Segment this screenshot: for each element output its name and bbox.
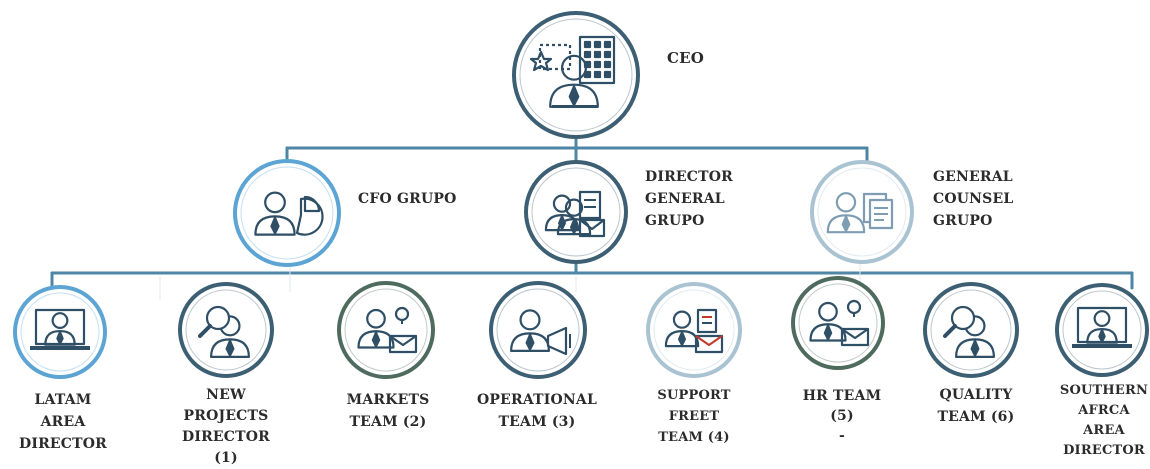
hr-label-line: (5) bbox=[830, 408, 854, 424]
markets-label: MARKETS TEAM (2) bbox=[347, 389, 430, 433]
new-projects-label-line: PROJECTS bbox=[183, 408, 269, 424]
general-counsel-label-line: COUNSEL bbox=[933, 191, 1014, 207]
latam-label-line: AREA bbox=[40, 414, 86, 430]
ceo-label: CEO bbox=[667, 47, 704, 69]
legal-documents-icon bbox=[826, 192, 894, 234]
finance-pie-chart-icon bbox=[254, 191, 324, 236]
director-general-circle bbox=[524, 160, 628, 264]
cfo-circle bbox=[233, 159, 341, 267]
megaphone-person-icon bbox=[510, 309, 571, 356]
southern-africa-label-line: AFRCA bbox=[1078, 403, 1130, 418]
latam-label: LATAM AREA DIRECTOR bbox=[19, 389, 107, 455]
node-new-projects bbox=[178, 282, 274, 378]
director-general-label-line: GENERAL bbox=[645, 191, 725, 207]
ceo-circle bbox=[512, 11, 640, 139]
person-glyph bbox=[664, 310, 700, 348]
person-glyph bbox=[357, 308, 395, 349]
general-counsel-label-line: GRUPO bbox=[933, 213, 993, 229]
quality-label-line: TEAM (6) bbox=[937, 409, 1015, 425]
node-hr bbox=[791, 276, 885, 370]
node-markets bbox=[337, 281, 435, 379]
node-support bbox=[646, 282, 742, 378]
nodes-layer bbox=[13, 11, 1149, 379]
hr-circle bbox=[791, 276, 885, 370]
idea-team-icon bbox=[357, 306, 418, 354]
hr-team-icon bbox=[809, 299, 870, 347]
support-label-line: TEAM (4) bbox=[658, 430, 730, 445]
support-label: SUPPORT FREET TEAM (4) bbox=[657, 385, 730, 448]
support-label-line: FREET bbox=[668, 409, 720, 424]
operational-label-line: OPERATIONAL bbox=[477, 392, 597, 408]
support-label-line: SUPPORT bbox=[657, 388, 731, 403]
node-ceo bbox=[512, 11, 640, 139]
quality-circle bbox=[923, 282, 1019, 378]
general-counsel-label: GENERAL COUNSEL GRUPO bbox=[933, 166, 1013, 232]
operational-label-line: TEAM (3) bbox=[498, 414, 576, 430]
new-projects-label-line: NEW bbox=[206, 387, 246, 403]
operational-label: OPERATIONAL TEAM (3) bbox=[477, 389, 597, 433]
markets-circle bbox=[337, 281, 435, 379]
person-glyph bbox=[254, 191, 296, 236]
person-glyph bbox=[556, 198, 592, 236]
director-general-label: DIRECTOR GENERAL GRUPO bbox=[645, 166, 733, 232]
support-circle bbox=[646, 282, 742, 378]
node-latam bbox=[13, 285, 107, 379]
person-glyph bbox=[44, 312, 76, 346]
hr-label: HR TEAM (5) - bbox=[803, 386, 882, 446]
support-team-icon bbox=[664, 308, 724, 354]
ceo-label-line: CEO bbox=[667, 49, 705, 67]
southern-africa-label: SOUTHERN AFRCA AREA DIRECTOR bbox=[1060, 381, 1148, 461]
node-quality bbox=[923, 282, 1019, 378]
node-operational bbox=[489, 281, 587, 379]
new-projects-label-line: DIRECTOR bbox=[182, 429, 270, 445]
southern-africa-label-line: SOUTHERN bbox=[1059, 383, 1149, 398]
person-glyph bbox=[809, 301, 847, 342]
node-director-general bbox=[524, 160, 628, 264]
team-documents-icon bbox=[544, 190, 606, 238]
latam-label-line: DIRECTOR bbox=[19, 436, 107, 452]
quality-label-line: QUALITY bbox=[939, 387, 1013, 403]
executive-building-icon bbox=[529, 35, 616, 108]
general-counsel-circle bbox=[810, 160, 914, 264]
presenter-screen-icon bbox=[1072, 306, 1132, 348]
markets-label-line: MARKETS bbox=[346, 392, 430, 408]
node-cfo bbox=[233, 159, 341, 267]
cfo-label: CFO GRUPO bbox=[358, 188, 456, 210]
node-southern-africa bbox=[1055, 283, 1149, 377]
new-projects-label-line: (1) bbox=[214, 450, 238, 466]
quality-magnifier-icon bbox=[943, 305, 995, 358]
hr-label-line: - bbox=[838, 428, 845, 444]
southern-africa-label-line: DIRECTOR bbox=[1063, 443, 1145, 458]
presenter-screen-icon bbox=[30, 308, 90, 350]
latam-label-line: LATAM bbox=[34, 392, 92, 408]
node-general-counsel bbox=[810, 160, 914, 264]
magnifier-person-icon bbox=[198, 305, 250, 358]
operational-circle bbox=[489, 281, 587, 379]
person-glyph bbox=[1086, 310, 1118, 344]
markets-label-line: TEAM (2) bbox=[349, 414, 427, 430]
person-glyph bbox=[826, 192, 866, 234]
cfo-label-line: CFO GRUPO bbox=[358, 191, 457, 207]
director-general-label-line: DIRECTOR bbox=[645, 169, 733, 185]
southern-africa-label-line: AREA bbox=[1083, 423, 1125, 438]
director-general-label-line: GRUPO bbox=[645, 213, 705, 229]
general-counsel-label-line: GENERAL bbox=[933, 169, 1013, 185]
quality-label: QUALITY TEAM (6) bbox=[938, 384, 1015, 428]
new-projects-circle bbox=[178, 282, 274, 378]
hr-label-line: HR TEAM bbox=[802, 388, 882, 404]
new-projects-label: NEW PROJECTS DIRECTOR (1) bbox=[182, 385, 270, 469]
